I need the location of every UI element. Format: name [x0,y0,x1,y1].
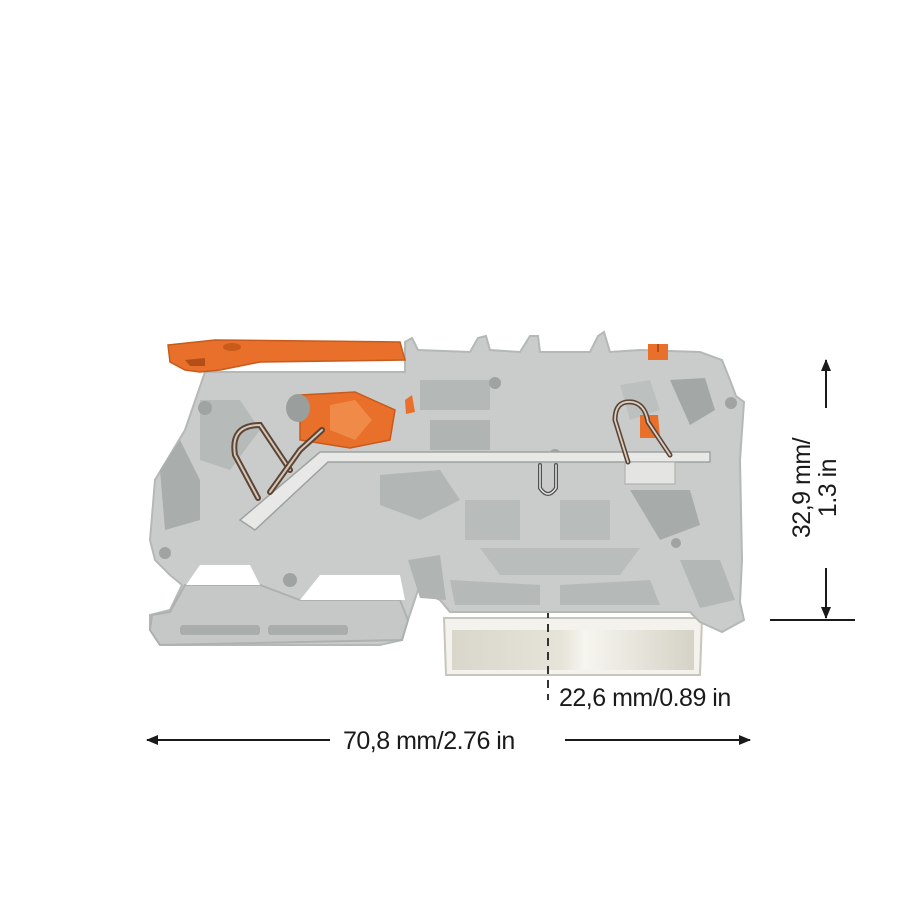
din-rail [442,610,704,700]
width-dimension-label: 70,8 mm/2.76 in [343,727,515,755]
springs [231,399,673,501]
orange-lever [167,339,415,449]
height-label-line2: 1.3 in [814,458,842,518]
dimension-lines [146,359,855,745]
housing [148,330,746,647]
height-dimension-label: 32,9 mm/ 1.3 in [787,437,842,539]
bus-bar [238,451,711,531]
rail-offset-dimension-label: 22,6 mm/0.89 in [559,684,731,712]
height-label-line1: 32,9 mm/ [787,437,816,539]
